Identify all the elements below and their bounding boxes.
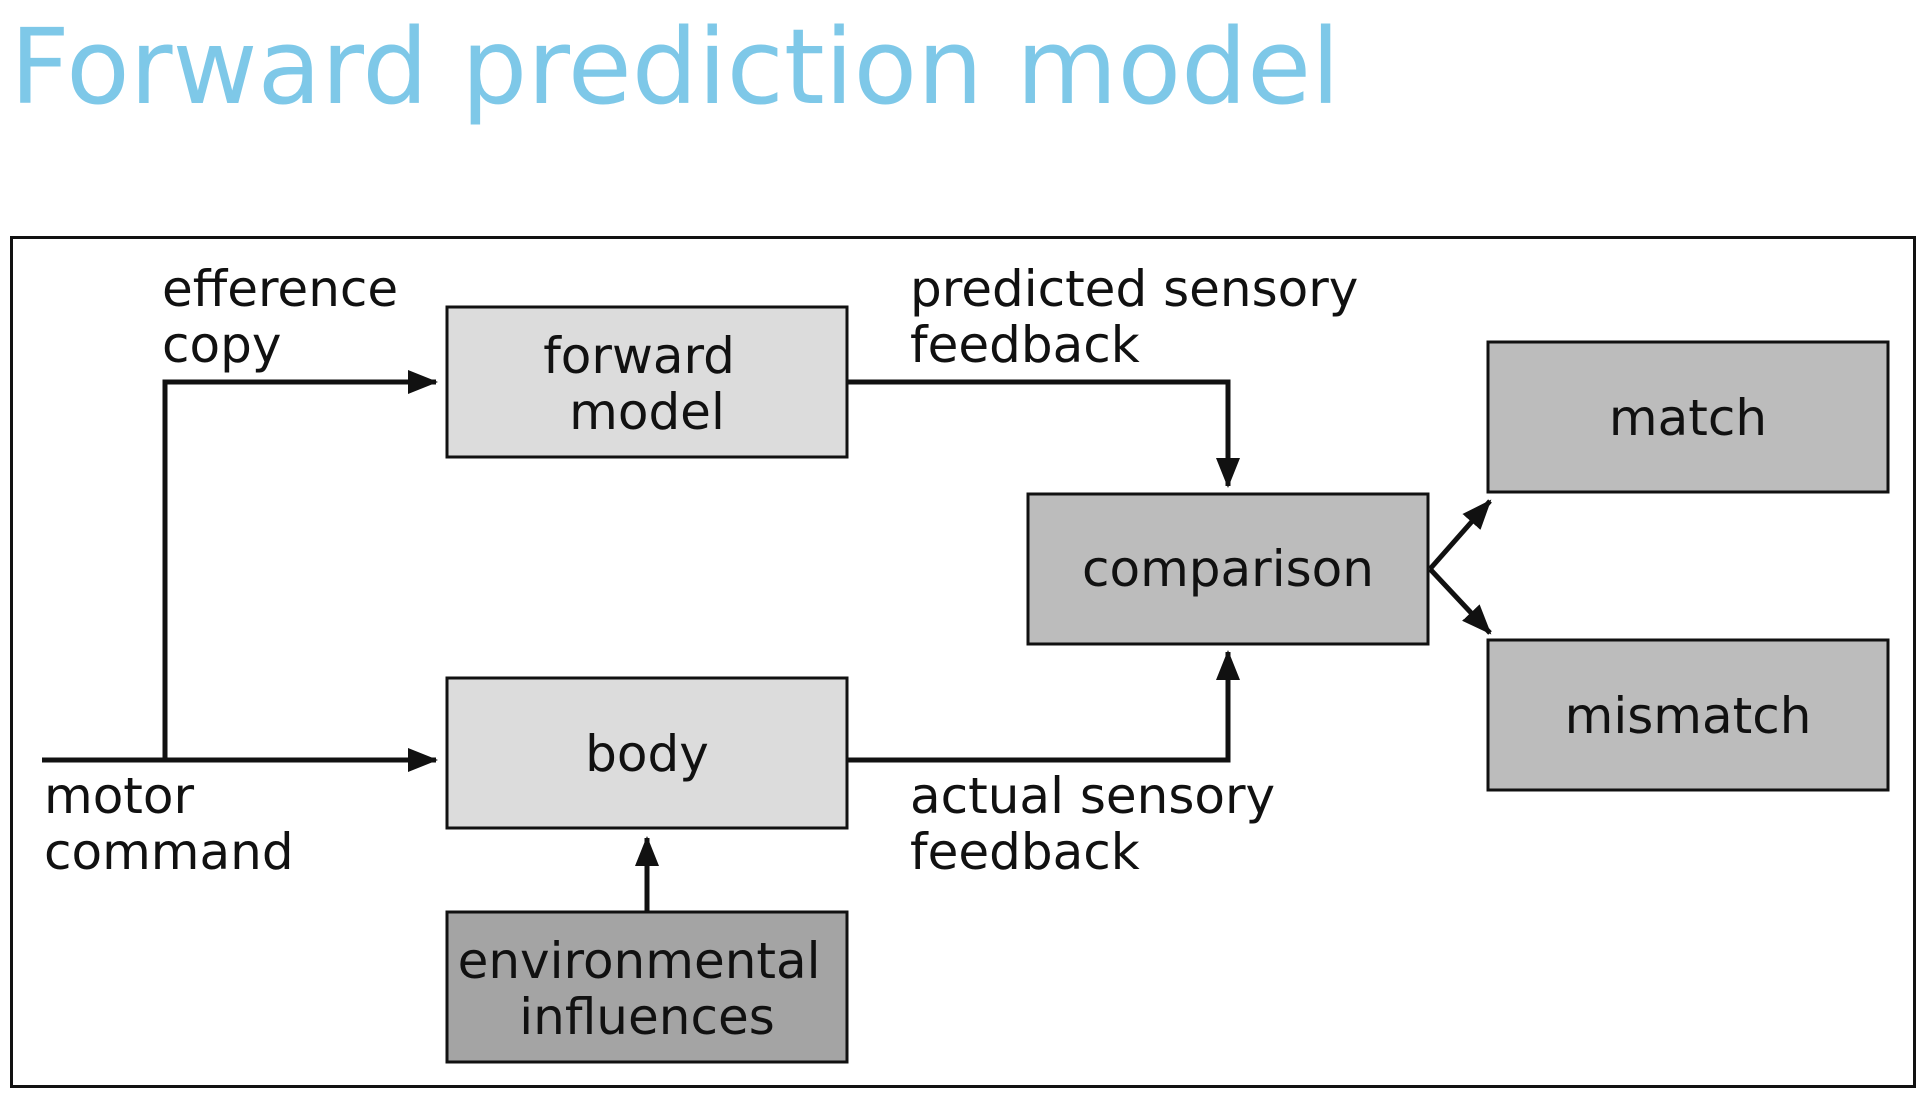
diagram-frame — [10, 236, 1916, 1088]
forward-model-label: forward model — [543, 327, 751, 441]
match-box — [1486, 340, 1890, 494]
body-label: body — [585, 725, 709, 783]
comparison-box — [1026, 492, 1430, 646]
page-title: Forward prediction model — [10, 6, 1340, 128]
body-box — [445, 676, 849, 830]
environmental-influences-box — [445, 910, 849, 1064]
comparison-label: comparison — [1082, 540, 1374, 598]
efference-copy-arrow — [162, 370, 438, 760]
efference-copy-label: efference copy — [162, 260, 414, 374]
forward-model-box — [445, 305, 849, 459]
actual-feedback-arrow — [847, 650, 1240, 763]
environmental-influences-label: environmental influences — [458, 932, 837, 1046]
predicted-sensory-feedback-label: predicted sensory feedback — [910, 260, 1374, 374]
mismatch-box — [1486, 638, 1890, 792]
motor-command-label: motor command — [44, 767, 294, 881]
comparison-to-mismatch-arrow — [1428, 567, 1492, 635]
actual-sensory-feedback-label: actual sensory feedback — [910, 767, 1291, 881]
match-label: match — [1609, 389, 1767, 447]
predicted-feedback-arrow — [847, 379, 1240, 488]
comparison-to-match-arrow — [1428, 499, 1492, 571]
mismatch-label: mismatch — [1565, 687, 1812, 745]
